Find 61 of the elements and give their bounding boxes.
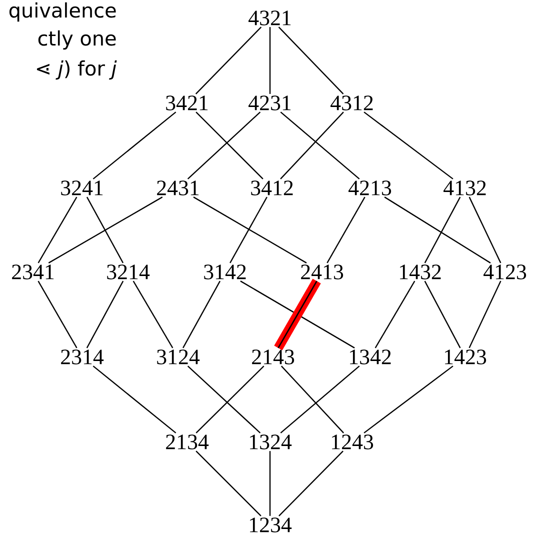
edge-line (196, 450, 262, 516)
permutation-label: 3214 (107, 264, 150, 280)
edge-line (280, 112, 360, 180)
edge-line (424, 196, 461, 264)
edge-line (468, 280, 502, 348)
edge-line (269, 451, 271, 516)
edge-line (364, 366, 454, 434)
permutation-label: 3142 (204, 264, 246, 280)
edge-line (240, 280, 355, 348)
edge-line (280, 112, 344, 180)
permutation-label: 4123 (484, 264, 526, 280)
permutation-label: 2341 (12, 264, 54, 280)
edge-line (182, 280, 221, 348)
permutation-label: 2314 (61, 350, 104, 364)
edge-line (374, 280, 416, 348)
edge-line (86, 196, 124, 264)
permutation-label: 2431 (157, 180, 199, 196)
permutation-label: 4312 (330, 96, 373, 110)
edge-line (384, 196, 491, 264)
permutation-label: 3241 (61, 180, 103, 196)
text-fragment: ctly one (38, 30, 116, 50)
edge-line (38, 280, 78, 348)
edge-line (187, 366, 261, 434)
edge-line (364, 112, 454, 180)
edge-line (86, 280, 124, 348)
edge-line (269, 27, 271, 94)
permutation-label: 1432 (400, 264, 441, 280)
permutation-label: 4213 (348, 180, 392, 196)
edge-line (92, 112, 176, 180)
permutation-label: 1423 (445, 350, 486, 364)
edge-line (278, 26, 344, 94)
permutation-label: 3421 (166, 96, 208, 110)
permutation-label: 1324 (250, 434, 292, 450)
permutation-label: 1243 (332, 434, 374, 450)
permutation-label: 3412 (251, 180, 293, 196)
permutation-label: 1342 (350, 350, 391, 364)
permutation-label: 4321 (248, 10, 291, 26)
permutation-label: 2134 (166, 434, 209, 450)
permutation-label: 4132 (444, 180, 486, 196)
permutation-label: 4231 (248, 96, 291, 110)
edge-line (92, 366, 176, 434)
permutation-label: 3124 (157, 350, 200, 364)
edge-line (195, 26, 262, 94)
text-fragment: quivalence (9, 2, 116, 22)
edge-line (424, 280, 461, 348)
highlighted-edge (274, 278, 321, 350)
edge-line (196, 366, 264, 434)
edge-line (48, 196, 163, 264)
edge-line (132, 280, 174, 348)
text-fragment: ⋖ j) for j (36, 60, 117, 80)
edge-line (193, 196, 307, 264)
edge-line (326, 196, 366, 264)
edge-line (468, 196, 502, 264)
permutation-label: 2413 (301, 264, 344, 280)
permutation-label: 2143 (252, 350, 294, 364)
edge-line (278, 450, 344, 516)
permutation-label: 1234 (250, 518, 292, 532)
edge-line (230, 196, 268, 264)
edge-line (38, 196, 78, 264)
edge-line (280, 366, 344, 434)
edge-line (280, 366, 360, 434)
